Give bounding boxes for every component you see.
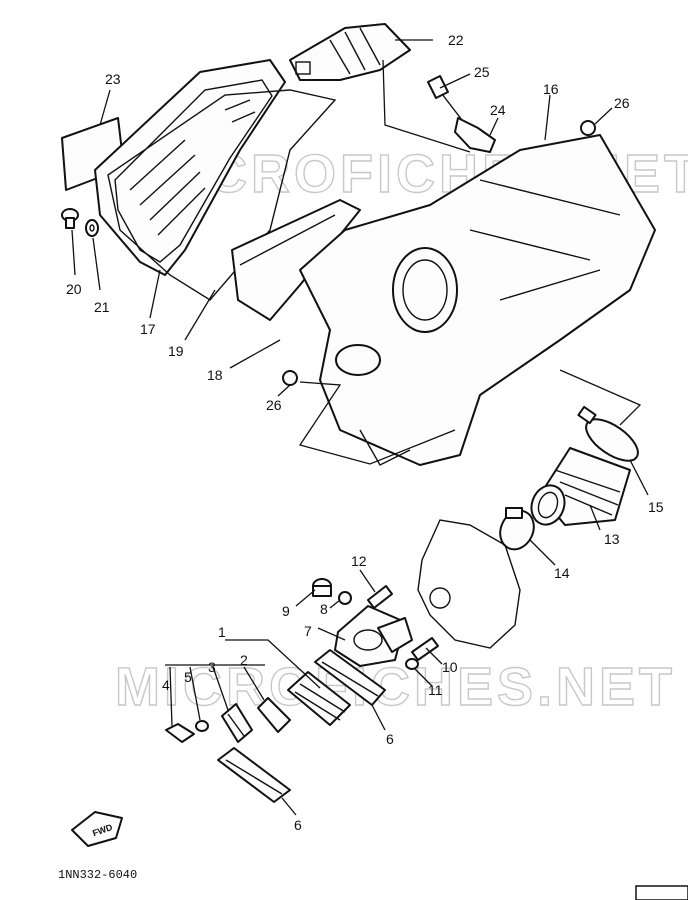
callout-25: 25	[474, 64, 490, 80]
callout-26-upper: 26	[614, 95, 630, 111]
callout-13: 13	[604, 531, 620, 547]
part-3-reed-stopper	[221, 703, 253, 743]
callout-24: 24	[490, 102, 506, 118]
callout-22: 22	[448, 32, 464, 48]
part-15-hose-clamp	[577, 405, 639, 462]
fwd-arrow: FWD	[71, 811, 123, 847]
callout-17: 17	[140, 321, 156, 337]
part-21-washer	[85, 219, 99, 237]
watermark-bottom: MICROFICHES.NET	[115, 657, 676, 717]
callout-21: 21	[94, 299, 110, 315]
part-6-gasket-upper	[314, 649, 386, 706]
callout-2: 2	[240, 652, 248, 668]
callout-6-lower: 6	[294, 817, 302, 833]
leader-lines	[71, 39, 649, 816]
part-8-nut	[338, 591, 352, 605]
part-22-intake-duct	[289, 23, 411, 81]
callout-26-lower: 26	[266, 397, 282, 413]
callout-23: 23	[105, 71, 121, 87]
part-25-screw	[427, 75, 463, 121]
part-4-screw	[165, 723, 195, 743]
part-1-reed-valve-body	[287, 671, 351, 726]
part-7-manifold	[334, 605, 413, 667]
crankcase-outline	[417, 519, 521, 649]
callout-9: 9	[282, 603, 290, 619]
part-17-air-cleaner-cap	[94, 59, 286, 276]
callout-8: 8	[320, 601, 328, 617]
callout-15: 15	[648, 499, 664, 515]
part-19-gasket	[107, 89, 337, 301]
part-14-hose-clamp	[499, 507, 535, 551]
part-20-bolt	[61, 208, 79, 229]
callout-20: 20	[66, 281, 82, 297]
corner-mark	[635, 885, 688, 900]
callout-6-upper: 6	[386, 731, 394, 747]
part-24-bracket	[454, 117, 496, 153]
part-9-collar	[312, 578, 332, 597]
callout-19: 19	[168, 343, 184, 359]
callout-3: 3	[208, 659, 216, 675]
part-26-bolt-upper	[580, 120, 596, 136]
drawing-code: 1NN332-6040	[58, 868, 137, 882]
callout-10: 10	[442, 659, 458, 675]
part-6-gasket-lower	[217, 747, 291, 803]
callout-18: 18	[207, 367, 223, 383]
part-5-washer	[195, 720, 209, 732]
part-10-bolt	[411, 637, 439, 661]
callout-labels: 23 20 21 17 19 18 26 22 25 24 16 26 15 1…	[66, 32, 664, 833]
part-18-filter-element	[231, 199, 361, 321]
part-13-carburetor-joint	[530, 447, 631, 526]
part-16-air-cleaner-case	[299, 134, 656, 466]
callout-16: 16	[543, 81, 559, 97]
callout-4: 4	[162, 677, 170, 693]
part-11-washer	[405, 658, 419, 670]
part-26-bolt-lower	[282, 370, 298, 386]
callout-1: 1	[218, 624, 226, 640]
part-2-reed-petal	[257, 697, 291, 733]
callout-5: 5	[184, 669, 192, 685]
callout-12: 12	[351, 553, 367, 569]
callout-7: 7	[304, 623, 312, 639]
part-12-bolt	[367, 585, 393, 609]
callout-11: 11	[428, 682, 443, 698]
callout-14: 14	[554, 565, 570, 581]
